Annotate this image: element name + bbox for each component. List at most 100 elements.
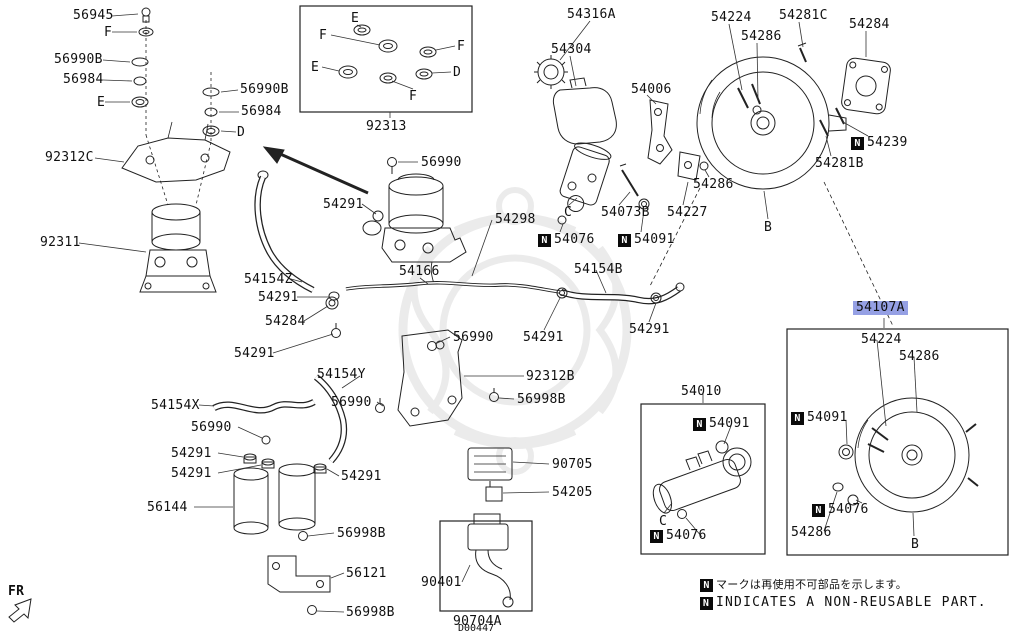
part-label-54166[interactable]: 54166: [399, 264, 440, 279]
part-label-54076[interactable]: N 54076: [538, 233, 595, 247]
abs-unit: [362, 157, 467, 285]
master-cylinder-detail-box: [640, 403, 766, 555]
part-number: 54076: [666, 528, 707, 543]
part-label-54284[interactable]: 54284: [849, 17, 890, 32]
ref-letter-d: D: [237, 125, 246, 140]
part-label-56990[interactable]: 56990: [331, 395, 372, 410]
ref-letter-b: B: [764, 220, 773, 235]
part-label-54154b[interactable]: 54154B: [574, 262, 623, 277]
part-label-54205[interactable]: 54205: [552, 485, 593, 500]
part-label-56121[interactable]: 56121: [346, 566, 387, 581]
pump-92311: [139, 203, 217, 293]
part-label-54227[interactable]: 54227: [667, 205, 708, 220]
non-reusable-note-jp: N マークは再使用不可部品を示します。: [700, 578, 907, 592]
part-label-56984[interactable]: 56984: [63, 72, 104, 87]
part-label-54291[interactable]: 54291: [341, 469, 382, 484]
part-label-54107a-selected[interactable]: 54107A: [853, 301, 908, 315]
part-label-54281c[interactable]: 54281C: [779, 8, 828, 23]
fastener-stack: [131, 7, 220, 206]
ref-letter-f: F: [319, 28, 328, 43]
bracket-92312b: [261, 329, 499, 445]
direction-arrow: [262, 146, 369, 195]
part-label-56945[interactable]: 56945: [73, 8, 114, 23]
fr-indicator: FR: [8, 584, 25, 599]
part-label-54154x[interactable]: 54154X: [151, 398, 200, 413]
part-label-54091[interactable]: N 54091: [618, 233, 675, 247]
non-reusable-icon: N: [700, 596, 713, 610]
part-label-56998b[interactable]: 56998B: [346, 605, 395, 620]
part-label-56998b[interactable]: 56998B: [337, 526, 386, 541]
part-label-54291[interactable]: 54291: [171, 446, 212, 461]
part-label-56990[interactable]: 56990: [191, 420, 232, 435]
part-label-92312c[interactable]: 92312C: [45, 150, 94, 165]
part-label-54224[interactable]: 54224: [861, 332, 902, 347]
part-label-90704a[interactable]: 90704A: [453, 614, 502, 629]
non-reusable-icon: N: [812, 503, 825, 517]
part-label-54291[interactable]: 54291: [171, 466, 212, 481]
part-label-54091[interactable]: N 54091: [693, 417, 750, 431]
part-label-56144[interactable]: 56144: [147, 500, 188, 515]
part-label-54010[interactable]: 54010: [681, 384, 722, 399]
part-label-54291[interactable]: 54291: [523, 330, 564, 345]
part-label-54291[interactable]: 54291: [258, 290, 299, 305]
valve-90401-assembly: [467, 447, 514, 608]
part-label-54006[interactable]: 54006: [631, 82, 672, 97]
part-label-54286[interactable]: 54286: [899, 349, 940, 364]
part-label-54298[interactable]: 54298: [495, 212, 536, 227]
non-reusable-icon: N: [693, 417, 706, 431]
part-label-54281b[interactable]: 54281B: [815, 156, 864, 171]
part-label-54316a[interactable]: 54316A: [567, 7, 616, 22]
non-reusable-icon: N: [791, 411, 804, 425]
non-reusable-icon: N: [538, 233, 551, 247]
part-label-54291[interactable]: 54291: [234, 346, 275, 361]
part-label-54286[interactable]: 54286: [693, 177, 734, 192]
part-label-56990[interactable]: 56990: [453, 330, 494, 345]
part-label-54154y[interactable]: 54154Y: [317, 367, 366, 382]
part-label-54291[interactable]: 54291: [629, 322, 670, 337]
part-label-54291[interactable]: 54291: [323, 197, 364, 212]
hoses: [212, 170, 685, 464]
part-label-54076[interactable]: N 54076: [812, 503, 869, 517]
part-label-54304[interactable]: 54304: [551, 42, 592, 57]
part-label-92313[interactable]: 92313: [366, 119, 407, 134]
canister-56144: [233, 453, 331, 615]
booster-detail-box: [786, 328, 1009, 556]
part-number: 54091: [634, 232, 675, 247]
part-label-90705[interactable]: 90705: [552, 457, 593, 472]
ref-letter-e: E: [97, 95, 106, 110]
part-label-90401[interactable]: 90401: [421, 575, 462, 590]
ref-letter-f: F: [457, 39, 466, 54]
note-text-en: INDICATES A NON-REUSABLE PART.: [716, 595, 987, 610]
part-label-56998b[interactable]: 56998B: [517, 392, 566, 407]
grommet-set-92313: [338, 24, 437, 84]
part-label-54076[interactable]: N 54076: [650, 529, 707, 543]
part-label-56990b[interactable]: 56990B: [240, 82, 289, 97]
ref-letter-d: D: [453, 65, 462, 80]
reservoir-master-cylinder: [534, 55, 709, 287]
part-label-54224[interactable]: 54224: [711, 10, 752, 25]
part-label-56984[interactable]: 56984: [241, 104, 282, 119]
part-label-92312b[interactable]: 92312B: [526, 369, 575, 384]
ref-letter-c: C: [659, 514, 668, 529]
non-reusable-icon: N: [618, 233, 631, 247]
part-label-54073b[interactable]: 54073B: [601, 205, 650, 220]
part-label-54091[interactable]: N 54091: [791, 411, 848, 425]
part-label-54154z[interactable]: 54154Z: [244, 272, 293, 287]
part-label-54239[interactable]: N 54239: [851, 136, 908, 150]
part-label-92311[interactable]: 92311: [40, 235, 81, 250]
note-text-jp: マークは再使用不可部品を示します。: [716, 578, 907, 591]
leader-lines: [78, 13, 918, 613]
part-label-54286[interactable]: 54286: [791, 525, 832, 540]
ref-letter-f: F: [104, 25, 113, 40]
part-number: 54091: [807, 410, 848, 425]
part-label-56990[interactable]: 56990: [421, 155, 462, 170]
part-label-56990b[interactable]: 56990B: [54, 52, 103, 67]
master-cylinder-54010: [652, 440, 752, 519]
part-label-54286[interactable]: 54286: [741, 29, 782, 44]
part-label-54284[interactable]: 54284: [265, 314, 306, 329]
non-reusable-icon: N: [700, 578, 713, 592]
fr-arrow-icon: [8, 598, 32, 623]
part-number: 54076: [828, 502, 869, 517]
